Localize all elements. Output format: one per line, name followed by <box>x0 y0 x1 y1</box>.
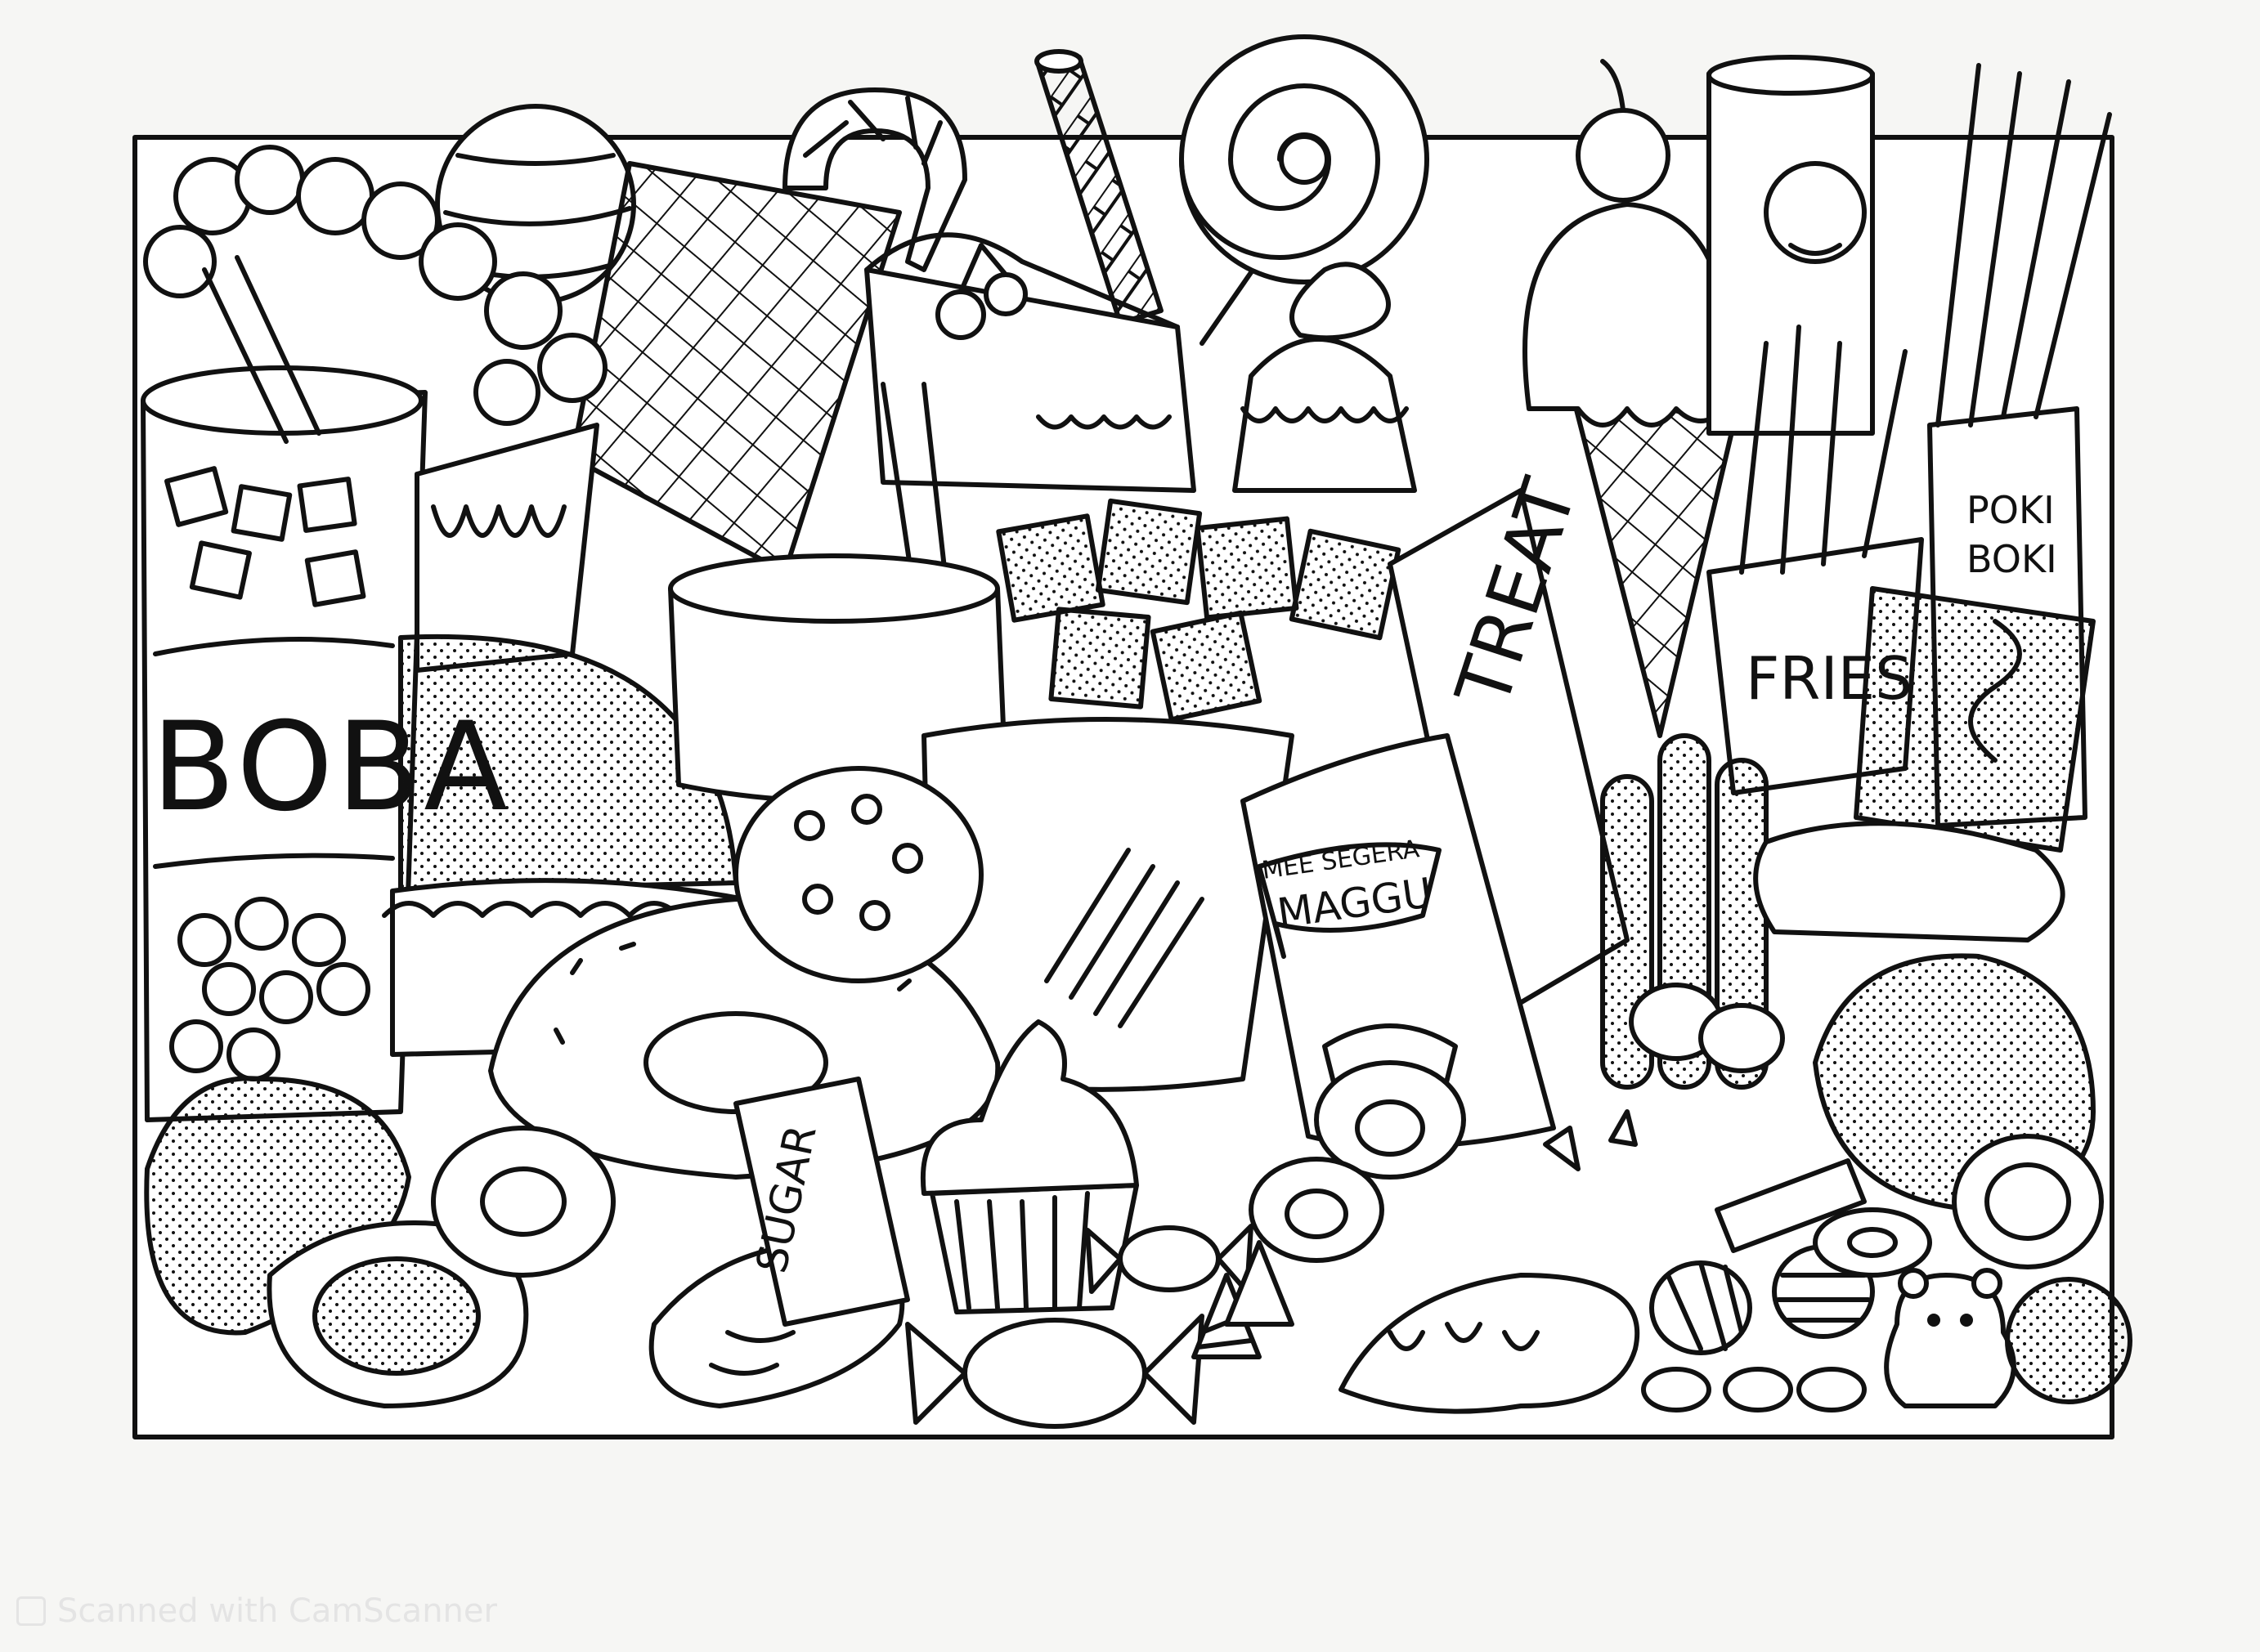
boba-cup: BOBA <box>141 255 508 1122</box>
candy-corn <box>1191 1240 1294 1359</box>
bread-loaf <box>1753 821 2065 942</box>
poki-label-bottom: BOKI <box>1966 537 2057 581</box>
chip-can <box>1706 55 1875 436</box>
frosted-cake <box>1232 262 1417 493</box>
egg-halves <box>1249 1060 1466 1263</box>
camscanner-logo-icon <box>16 1596 46 1626</box>
chocolate-chip-cookie <box>733 766 984 983</box>
camscanner-watermark: Scanned with CamScanner <box>16 1592 497 1630</box>
spilled-drink <box>1339 1273 1640 1414</box>
watermark-text: Scanned with CamScanner <box>57 1592 497 1630</box>
wrapped-candy-2 <box>1085 1224 1253 1294</box>
popcorn-cluster <box>143 145 608 426</box>
chocolate-truffle <box>2005 1277 2132 1404</box>
swirl-lollipop <box>1179 34 1429 346</box>
poki-label-top: POKI <box>1966 488 2055 532</box>
candy-cane <box>782 87 967 272</box>
wrapped-candy <box>905 1314 1204 1429</box>
drink-mug <box>668 382 1008 804</box>
wafer-roll <box>1854 586 2096 853</box>
wafer-stick <box>1034 49 1164 325</box>
ice-cream-cone <box>1522 59 1736 738</box>
cupcake <box>920 1019 1139 1314</box>
sushi-roll <box>1813 1134 2104 1278</box>
sugar-packet: SUGAR <box>733 1077 910 1327</box>
cherries <box>935 243 1028 340</box>
crackers-pile <box>996 498 1401 723</box>
nuggets <box>1543 983 1867 1253</box>
gummy-bear <box>1884 1268 2016 1408</box>
toast-slices <box>144 1076 529 1408</box>
bagel <box>431 1126 616 1278</box>
